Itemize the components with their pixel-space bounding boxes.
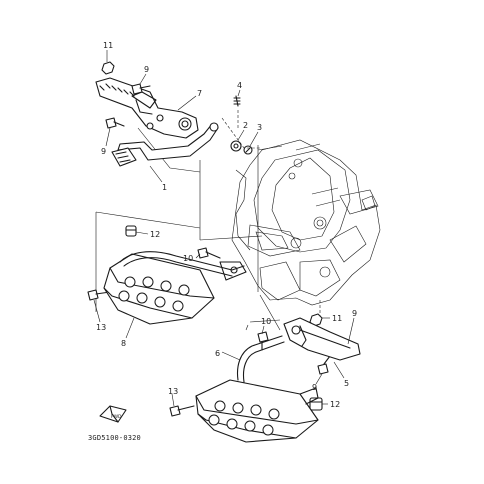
fasteners: [87, 61, 331, 417]
callout-7: 7: [197, 89, 202, 98]
plate-assembly-8: [103, 251, 247, 325]
bolt-9-lower: [317, 363, 329, 375]
bolt-13-left: [87, 289, 99, 301]
callout-3: 3: [257, 123, 262, 132]
plate-assembly-6: [195, 335, 319, 443]
callout-9: 9: [312, 383, 317, 392]
bolt-9-top: [131, 83, 143, 95]
callout-12: 12: [330, 400, 340, 409]
nut-11-top: [101, 61, 115, 75]
fwd-marker: FWD: [99, 405, 127, 423]
bolt-9-left: [105, 117, 117, 129]
frame: [231, 139, 381, 306]
callout-10: 10: [183, 254, 193, 263]
callout-12: 12: [150, 230, 160, 239]
callout-labels: 11 9 7 4 2 3 9 1 12 10 13 8 10 11 9 6 9 …: [96, 41, 357, 409]
callout-9: 9: [352, 309, 357, 318]
callout-11: 11: [103, 41, 113, 50]
damper-12-top: [125, 225, 137, 237]
brake-pedal: [111, 122, 219, 167]
callout-10: 10: [261, 317, 271, 326]
callout-6: 6: [215, 349, 220, 358]
damper-12-lower: [309, 397, 323, 411]
callout-8: 8: [121, 339, 126, 348]
clip-3: [243, 145, 253, 155]
callout-13: 13: [96, 323, 106, 332]
bolt-13-lower: [169, 405, 181, 417]
spring-4: [233, 95, 241, 107]
callout-4: 4: [237, 81, 242, 90]
washer-2: [230, 140, 242, 152]
callout-9: 9: [144, 65, 149, 74]
nut-11-lower: [309, 313, 323, 327]
callout-13: 13: [168, 387, 178, 396]
drawing-code: 3GD5100-0320: [88, 434, 141, 442]
callout-11: 11: [332, 314, 342, 323]
callout-1: 1: [162, 183, 167, 192]
leader-lines: [93, 50, 355, 407]
footrest-right-5: [283, 317, 361, 361]
bolt-10-lower: [257, 331, 269, 343]
footrest-bracket: [95, 77, 199, 139]
bolt-10-top: [197, 247, 209, 259]
callout-5: 5: [344, 379, 349, 388]
callout-2: 2: [243, 121, 248, 130]
callout-9: 9: [101, 147, 106, 156]
fwd-label: FWD: [111, 414, 122, 420]
